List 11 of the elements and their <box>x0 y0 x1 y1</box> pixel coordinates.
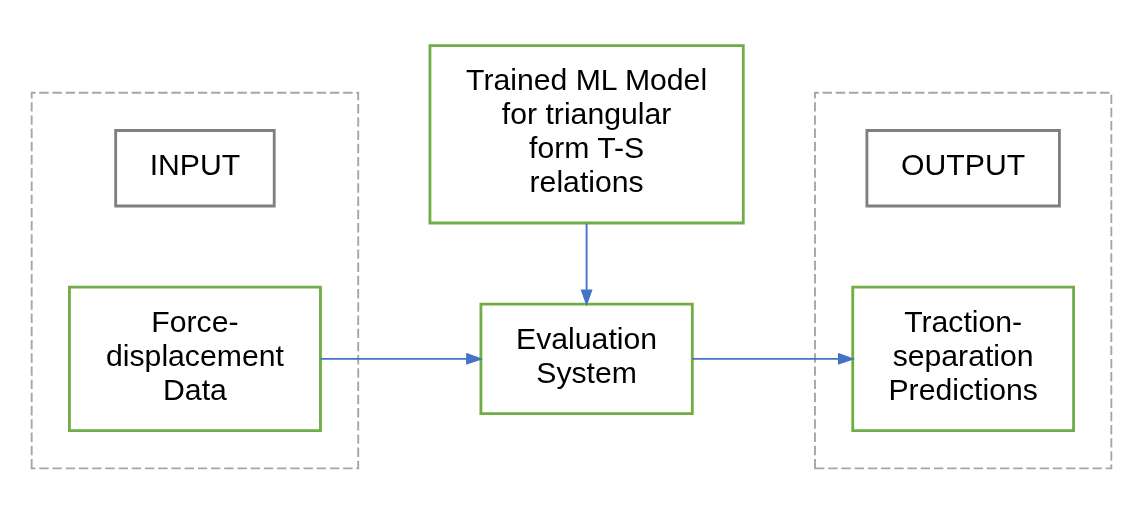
cluster <box>30 91 360 470</box>
node-box: OUTPUT <box>865 129 1061 208</box>
node-box: Evaluation System <box>479 302 694 416</box>
arrow <box>580 222 593 307</box>
arrow <box>319 352 484 365</box>
arrow <box>691 352 855 365</box>
cluster <box>814 91 1113 470</box>
node-box: Force- displacement Data <box>68 285 322 432</box>
node-box: Traction- separation Predictions <box>851 285 1075 432</box>
node-box: Trained ML Model for triangular form T-S relations <box>428 44 745 225</box>
node-box: INPUT <box>114 129 276 208</box>
